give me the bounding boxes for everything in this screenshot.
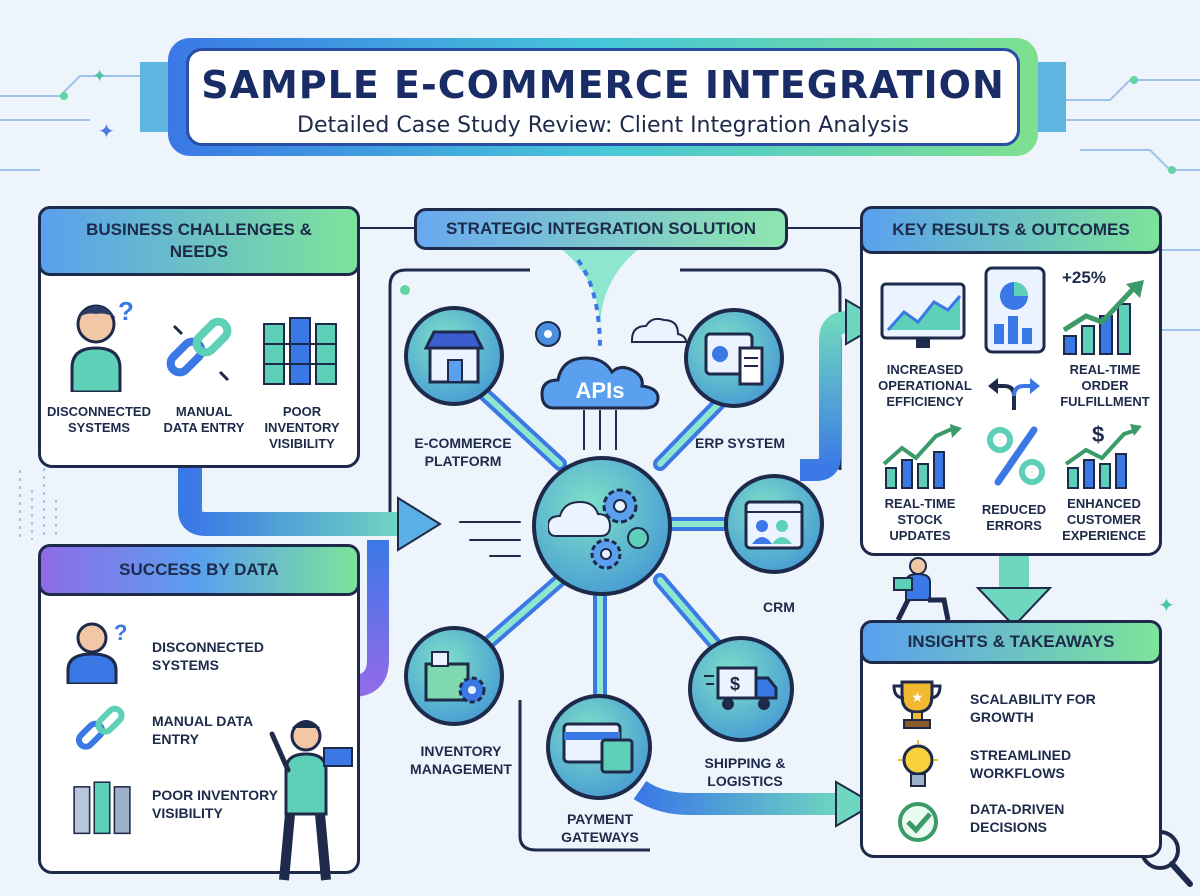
- lightbulb-icon: [898, 740, 938, 787]
- checkmark-circle-icon: [898, 802, 938, 842]
- node-label-crm: CRM: [763, 599, 795, 615]
- rising-chart-icon: [882, 424, 962, 489]
- result-label-customer-experience: ENHANCED CUSTOMER EXPERIENCE: [1062, 496, 1146, 543]
- insight-label-decisions: DATA-DRIVEN DECISIONS: [970, 801, 1065, 835]
- trophy-icon: ★: [892, 680, 942, 729]
- percent-icon: [987, 426, 1045, 486]
- api-cloud-icon: [540, 356, 660, 410]
- growth-arrow-bars-icon: [1062, 280, 1144, 355]
- line-chart-monitor-icon: [880, 282, 966, 348]
- node-label-erp: ERP SYSTEM: [695, 435, 785, 451]
- svg-text:?: ?: [118, 296, 134, 326]
- svg-text:✦: ✦: [1158, 595, 1175, 617]
- credit-card-icon: [562, 722, 634, 774]
- challenge-label-manual-entry: MANUAL DATA ENTRY: [163, 404, 245, 435]
- database-stack-icon: [73, 781, 131, 835]
- swap-arrows-icon: [988, 378, 1040, 410]
- person-sitting-laptop-icon: [893, 557, 951, 622]
- svg-text:✦: ✦: [98, 121, 115, 143]
- invoice-dashboard-icon: [704, 332, 764, 386]
- svg-text:?: ?: [114, 620, 127, 645]
- growth-badge: +25%: [1062, 268, 1106, 287]
- results-heading: KEY RESULTS & OUTCOMES: [860, 206, 1162, 254]
- challenges-heading: BUSINESS CHALLENGES & NEEDS: [38, 206, 360, 276]
- svg-text:$: $: [1092, 422, 1104, 447]
- node-erp: [684, 308, 784, 408]
- success-label-inventory: POOR INVENTORY VISIBILITY: [152, 787, 278, 821]
- dashboard-report-icon: [984, 266, 1046, 354]
- delivery-truck-icon: $: [704, 666, 778, 710]
- result-label-reduced-errors: REDUCED ERRORS: [981, 502, 1047, 533]
- box-gear-icon: [424, 651, 486, 704]
- challenge-label-disconnected: DISCONNECTED SYSTEMS: [46, 404, 151, 435]
- node-label-ecommerce: E-COMMERCE PLATFORM: [414, 435, 512, 469]
- database-stack-icon: [263, 317, 337, 385]
- api-hub-label: APIs: [575, 378, 625, 403]
- confused-person-icon: ?: [70, 296, 134, 392]
- svg-text:✦: ✦: [92, 66, 107, 86]
- result-label-efficiency: INCREASED OPERATIONAL EFFICIENCY: [878, 362, 972, 409]
- result-label-order-fulfillment: REAL-TIME ORDER FULFILLMENT: [1060, 362, 1150, 409]
- page-subtitle: Detailed Case Study Review: Client Integ…: [297, 113, 909, 138]
- svg-text:$: $: [730, 674, 740, 694]
- success-label-manual-entry: MANUAL DATA ENTRY: [152, 713, 253, 747]
- node-label-inventory: INVENTORY MANAGEMENT: [410, 743, 512, 777]
- success-label-disconnected: DISCONNECTED SYSTEMS: [152, 639, 265, 673]
- person-with-laptop-icon: [269, 720, 353, 881]
- chain-link-icon: [75, 705, 125, 750]
- confused-person-icon: ?: [66, 620, 127, 684]
- svg-text:★: ★: [911, 689, 924, 705]
- cloud-gears-icon: [548, 488, 649, 570]
- success-panel: [38, 544, 360, 874]
- storefront-icon: [424, 330, 484, 384]
- success-heading: SUCCESS BY DATA: [38, 544, 360, 596]
- chain-link-icon: [166, 317, 232, 382]
- page-title: SAMPLE E-COMMERCE INTEGRATION: [201, 63, 1005, 107]
- insight-label-scalability: SCALABILITY FOR GROWTH: [970, 691, 1096, 725]
- solution-heading: STRATEGIC INTEGRATION SOLUTION: [414, 208, 788, 250]
- node-label-payment: PAYMENT GATEWAYS: [561, 811, 639, 845]
- contacts-window-icon: [744, 500, 804, 550]
- title-banner: SAMPLE E-COMMERCE INTEGRATION Detailed C…: [186, 48, 1020, 146]
- result-label-stock-updates: REAL-TIME STOCK UPDATES: [884, 496, 956, 543]
- dollar-growth-icon: $: [1064, 422, 1142, 489]
- insight-label-workflows: STREAMLINED WORKFLOWS: [970, 747, 1072, 781]
- node-label-shipping: SHIPPING & LOGISTICS: [704, 755, 786, 789]
- insights-heading: INSIGHTS & TAKEAWAYS: [860, 620, 1162, 664]
- node-inventory: [404, 626, 504, 726]
- challenge-label-inventory: POOR INVENTORY VISIBILITY: [264, 404, 340, 451]
- results-panel: [860, 206, 1162, 556]
